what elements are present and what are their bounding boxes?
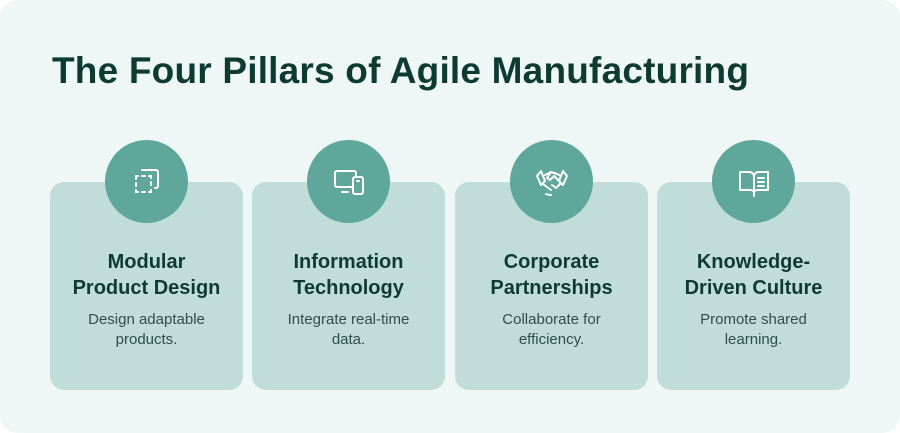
handshake-icon [510, 140, 593, 223]
heading-line: Knowledge- [696, 251, 811, 273]
desc-line: Promote shared [700, 311, 807, 328]
pillar-description: Promote shared learning. [657, 310, 850, 350]
desc-line: Integrate real-time [287, 311, 410, 328]
book-icon [712, 140, 795, 223]
desc-line: efficiency. [518, 331, 585, 348]
heading-line: Product Design [72, 277, 221, 299]
page-title: The Four Pillars of Agile Manufacturing [52, 50, 750, 91]
desc-line: data. [331, 331, 366, 348]
heading-line: Corporate [503, 251, 600, 273]
modular-select-icon [105, 140, 188, 223]
heading-line: Partnerships [490, 277, 613, 299]
heading-line: Information [293, 251, 404, 273]
pillar-description: Design adaptable products. [50, 310, 243, 350]
pillar-description: Collaborate for efficiency. [455, 310, 648, 350]
pillar-description: Integrate real-time data. [252, 310, 445, 350]
pillar-heading: Knowledge- Driven Culture [657, 249, 850, 301]
heading-line: Technology [293, 277, 404, 299]
desc-line: Design adaptable [88, 311, 205, 328]
devices-icon [307, 140, 390, 223]
desc-line: learning. [724, 331, 783, 348]
heading-line: Modular [107, 251, 186, 273]
desc-line: Collaborate for [502, 311, 601, 328]
heading-line: Driven Culture [684, 277, 823, 299]
desc-line: products. [115, 331, 178, 348]
